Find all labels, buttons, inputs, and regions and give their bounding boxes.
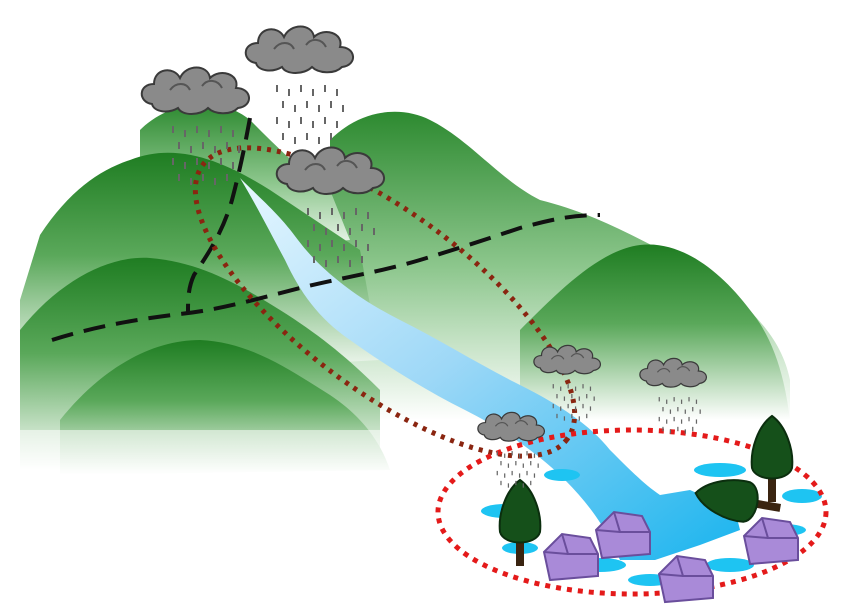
puddle-icon <box>782 489 822 503</box>
upstream-area-outline <box>192 145 578 459</box>
rain-cloud-icon <box>244 25 355 144</box>
tree-icon <box>498 479 542 567</box>
puddle-icon <box>706 558 754 572</box>
mountain-right-peak <box>520 244 790 420</box>
house-icon <box>743 517 799 565</box>
river <box>240 178 740 560</box>
house-icon <box>543 533 599 581</box>
tree-icon <box>750 415 794 503</box>
puddle-icon <box>544 469 580 481</box>
puddle-icon <box>694 463 746 477</box>
basin-boundary <box>51 117 601 342</box>
downstream-area-outline <box>435 427 829 597</box>
house-icon <box>658 555 714 603</box>
